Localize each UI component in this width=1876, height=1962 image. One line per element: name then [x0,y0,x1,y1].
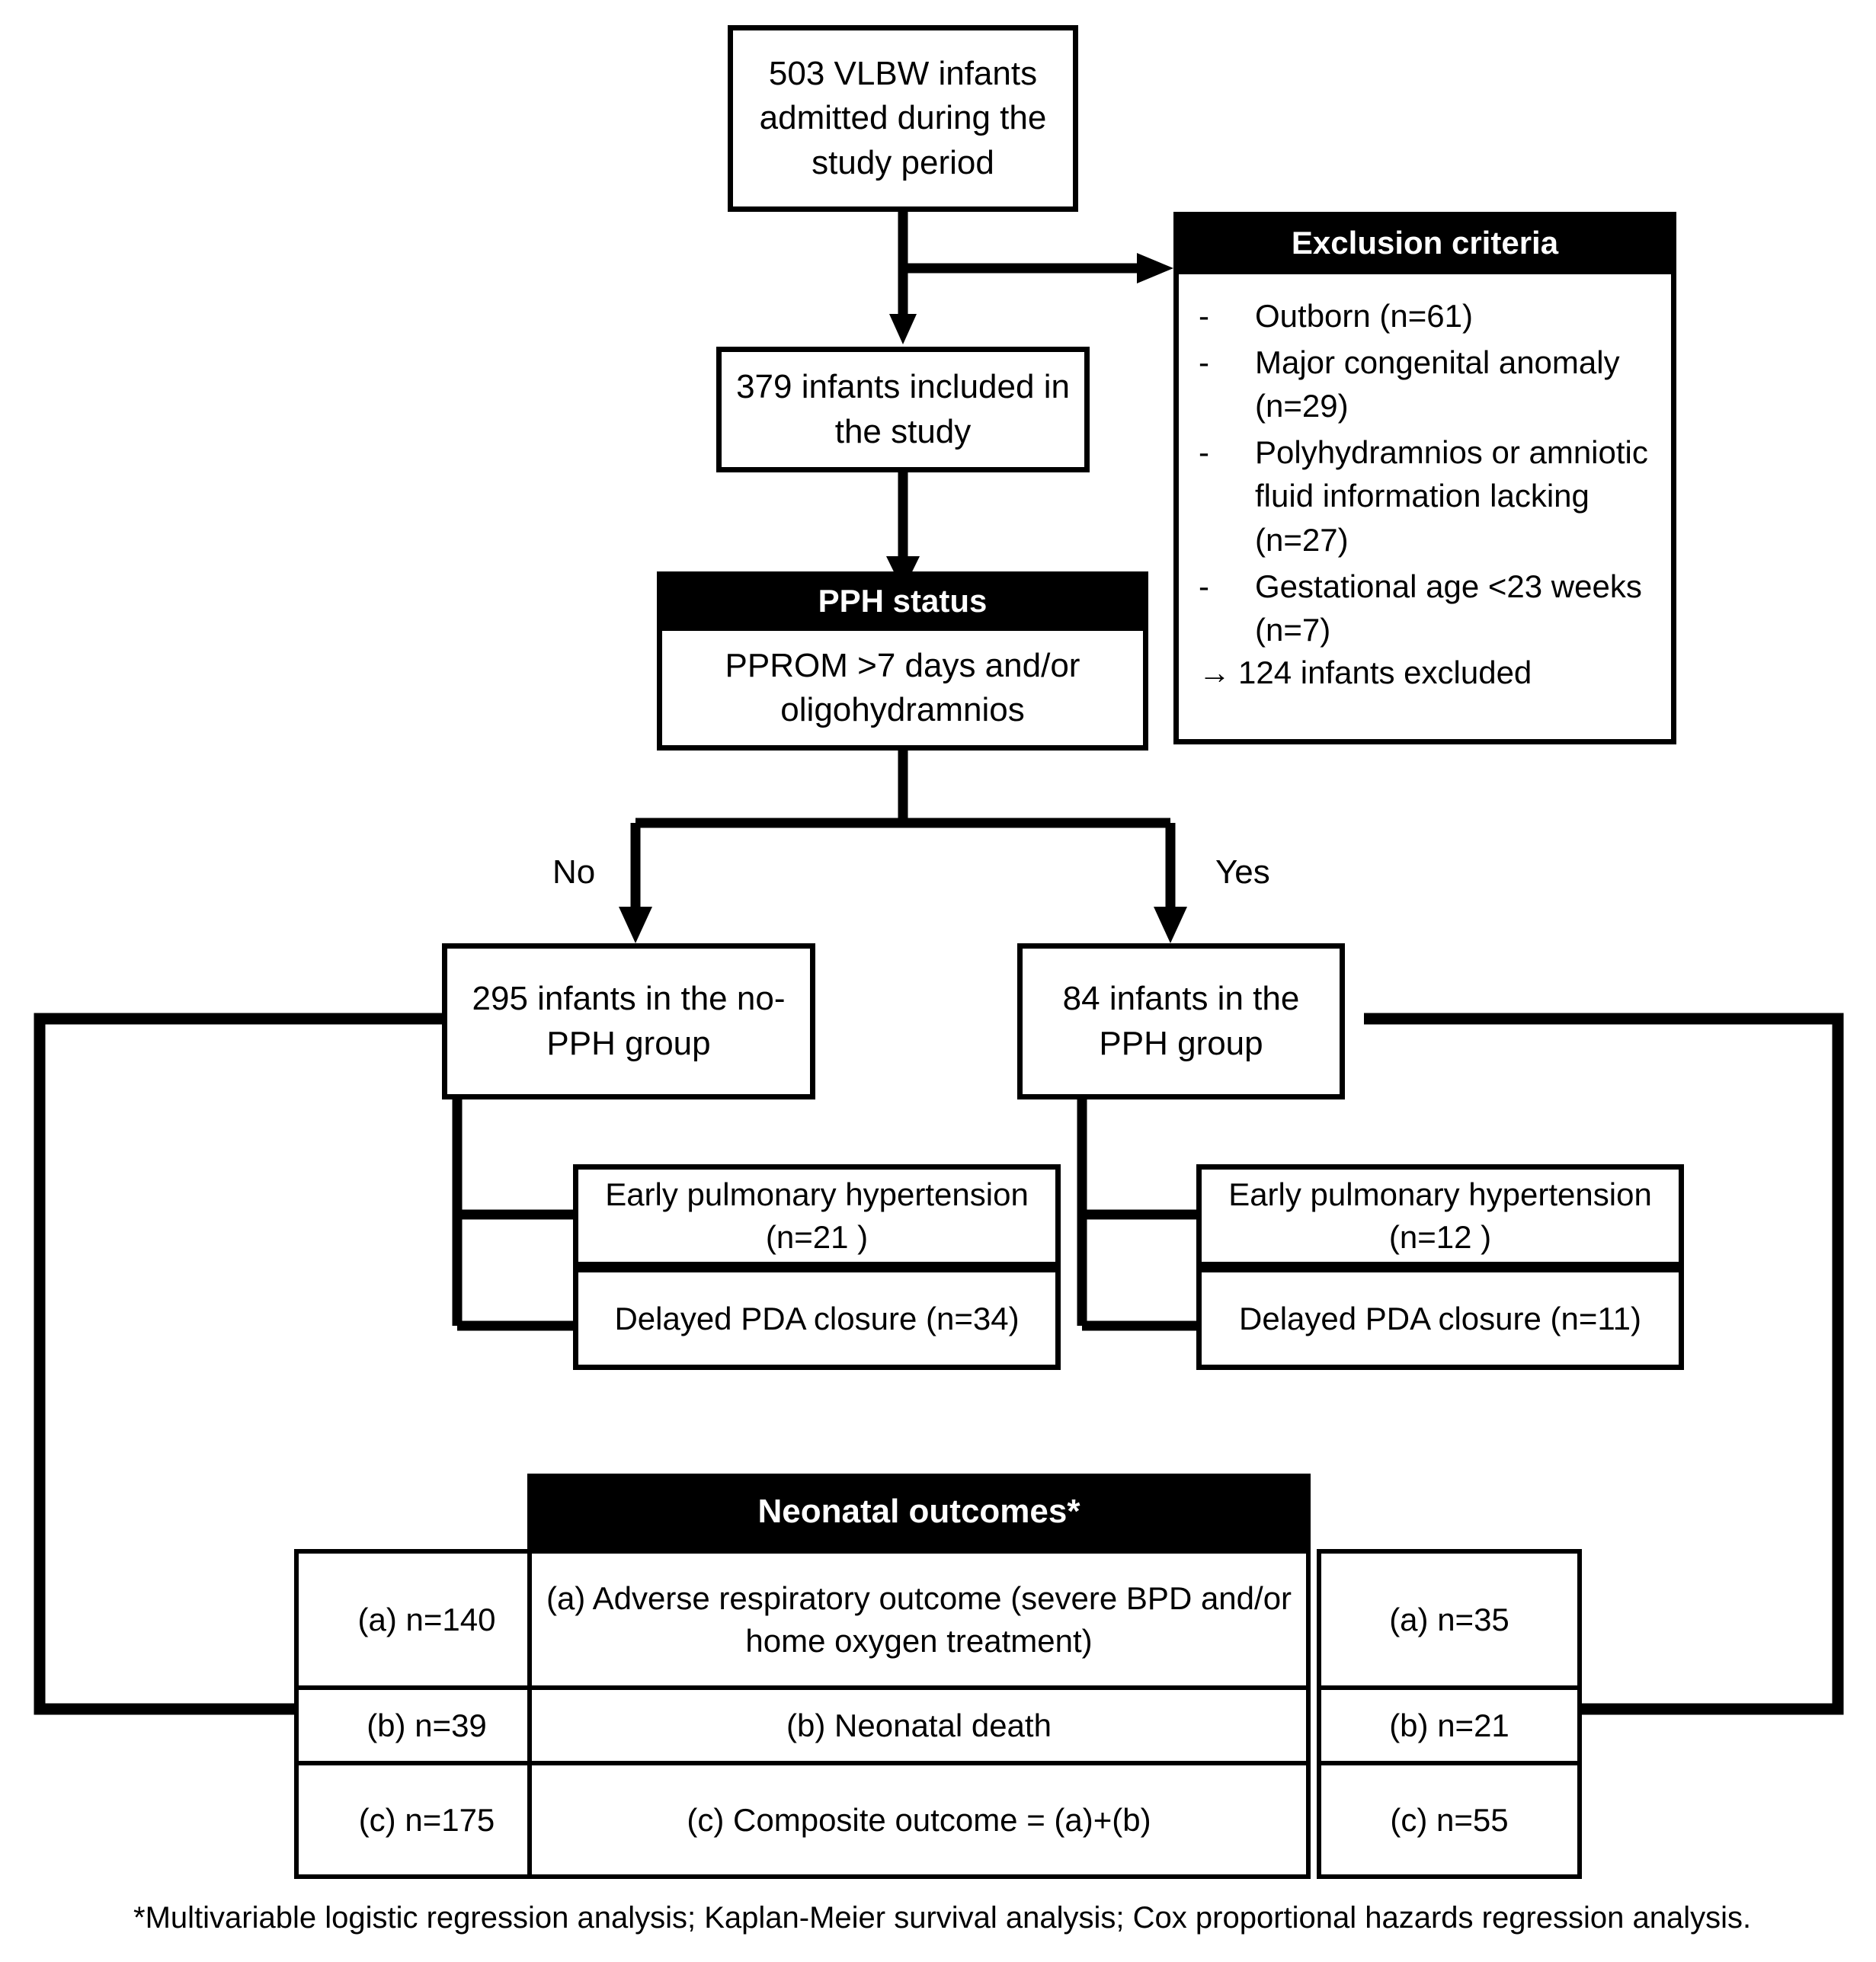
outcomes-center-cell-c: (c) Composite outcome = (a)+(b) [527,1761,1311,1879]
node-nopph-pda: Delayed PDA closure (n=34) [573,1267,1061,1370]
right-arrow-icon: → [1199,654,1231,690]
outcomes-center-cell-b: (b) Neonatal death [527,1685,1311,1765]
node-nopph-early-ph: Early pulmonary hypertension (n=21 ) [573,1164,1061,1267]
outcomes-right-cell-a: (a) n=35 [1317,1549,1582,1690]
outcomes-right-cell-b: (b) n=21 [1317,1685,1582,1765]
outcomes-header: Neonatal outcomes* [527,1474,1311,1550]
pph-status-body-text: PPROM >7 days and/or oligohydramnios [725,646,1080,728]
bullet-dash-icon: - [1199,298,1209,334]
outcomes-left-cell-b: (b) n=39 [294,1685,559,1765]
exclusion-summary: → 124 infants excluded [1199,655,1656,691]
outcomes-right-cell-b-text: (b) n=21 [1389,1707,1509,1743]
exclusion-item-label: Polyhydramnios or amniotic fluid informa… [1255,434,1648,558]
node-pph-pda-text: Delayed PDA closure (n=11) [1239,1300,1641,1336]
exclusion-body: - Outborn (n=61) - Major congenital anom… [1173,274,1676,744]
exclusion-summary-label: 124 infants excluded [1238,654,1532,690]
node-pph-early-ph-text: Early pulmonary hypertension (n=12 ) [1228,1176,1652,1255]
edge-label-yes: Yes [1215,853,1270,891]
exclusion-item-label: Gestational age <23 weeks (n=7) [1255,568,1642,648]
arrowhead-exclusion [1137,253,1173,283]
node-no-pph-group: 295 infants in the no-PPH group [442,943,815,1099]
outcomes-right-cell-a-text: (a) n=35 [1389,1601,1509,1637]
outcomes-center-cell-b-text: (b) Neonatal death [786,1707,1052,1743]
node-pph-early-ph: Early pulmonary hypertension (n=12 ) [1196,1164,1684,1267]
edge-label-no: No [552,853,596,891]
exclusion-item-label: Major congenital anomaly (n=29) [1255,344,1620,424]
exclusion-item: - Polyhydramnios or amniotic fluid infor… [1199,430,1656,561]
node-enrollment: 503 VLBW infants admitted during the stu… [728,25,1078,212]
outcomes-right-cell-c-text: (c) n=55 [1390,1801,1509,1838]
outcomes-left-cell-a: (a) n=140 [294,1549,559,1690]
pph-status-header: PPH status [657,571,1148,631]
bullet-dash-icon: - [1199,434,1209,471]
footnote: *Multivariable logistic regression analy… [133,1901,1752,1935]
arrowhead-no-pph [619,907,652,943]
pph-status-body: PPROM >7 days and/or oligohydramnios [657,631,1148,751]
outcomes-left-cell-c-text: (c) n=175 [358,1801,495,1838]
exclusion-header: Exclusion criteria [1173,212,1676,274]
exclusion-item: - Major congenital anomaly (n=29) [1199,341,1656,427]
outcomes-header-label: Neonatal outcomes* [757,1493,1080,1530]
outcomes-right-cell-c: (c) n=55 [1317,1761,1582,1879]
exclusion-item: - Gestational age <23 weeks (n=7) [1199,565,1656,651]
node-pph-pda: Delayed PDA closure (n=11) [1196,1267,1684,1370]
arrowhead-pph [1154,907,1187,943]
node-nopph-pda-text: Delayed PDA closure (n=34) [614,1300,1020,1336]
bullet-dash-icon: - [1199,568,1209,604]
exclusion-header-label: Exclusion criteria [1291,225,1559,261]
outcomes-center-cell-a-text: (a) Adverse respiratory outcome (severe … [546,1580,1292,1659]
outcomes-center-cell-a: (a) Adverse respiratory outcome (severe … [527,1549,1311,1690]
node-pph-group-text: 84 infants in the PPH group [1062,980,1300,1062]
exclusion-item-label: Outborn (n=61) [1255,298,1474,334]
bullet-dash-icon: - [1199,344,1209,381]
outcomes-left-cell-c: (c) n=175 [294,1761,559,1879]
outcomes-center-cell-c-text: (c) Composite outcome = (a)+(b) [687,1801,1151,1838]
outcomes-left-cell-a-text: (a) n=140 [357,1601,496,1637]
pph-status-header-label: PPH status [818,583,988,619]
node-pph-group: 84 infants in the PPH group [1017,943,1345,1099]
arrowhead-included [889,314,917,344]
node-nopph-early-ph-text: Early pulmonary hypertension (n=21 ) [605,1176,1029,1255]
node-included-text: 379 infants included in the study [736,368,1070,450]
node-no-pph-group-text: 295 infants in the no-PPH group [472,980,786,1062]
outcomes-left-cell-b-text: (b) n=39 [367,1707,487,1743]
exclusion-item: - Outborn (n=61) [1199,294,1656,338]
node-included: 379 infants included in the study [716,347,1090,472]
exclusion-list: - Outborn (n=61) - Major congenital anom… [1199,294,1656,651]
node-enrollment-text: 503 VLBW infants admitted during the stu… [759,55,1047,181]
